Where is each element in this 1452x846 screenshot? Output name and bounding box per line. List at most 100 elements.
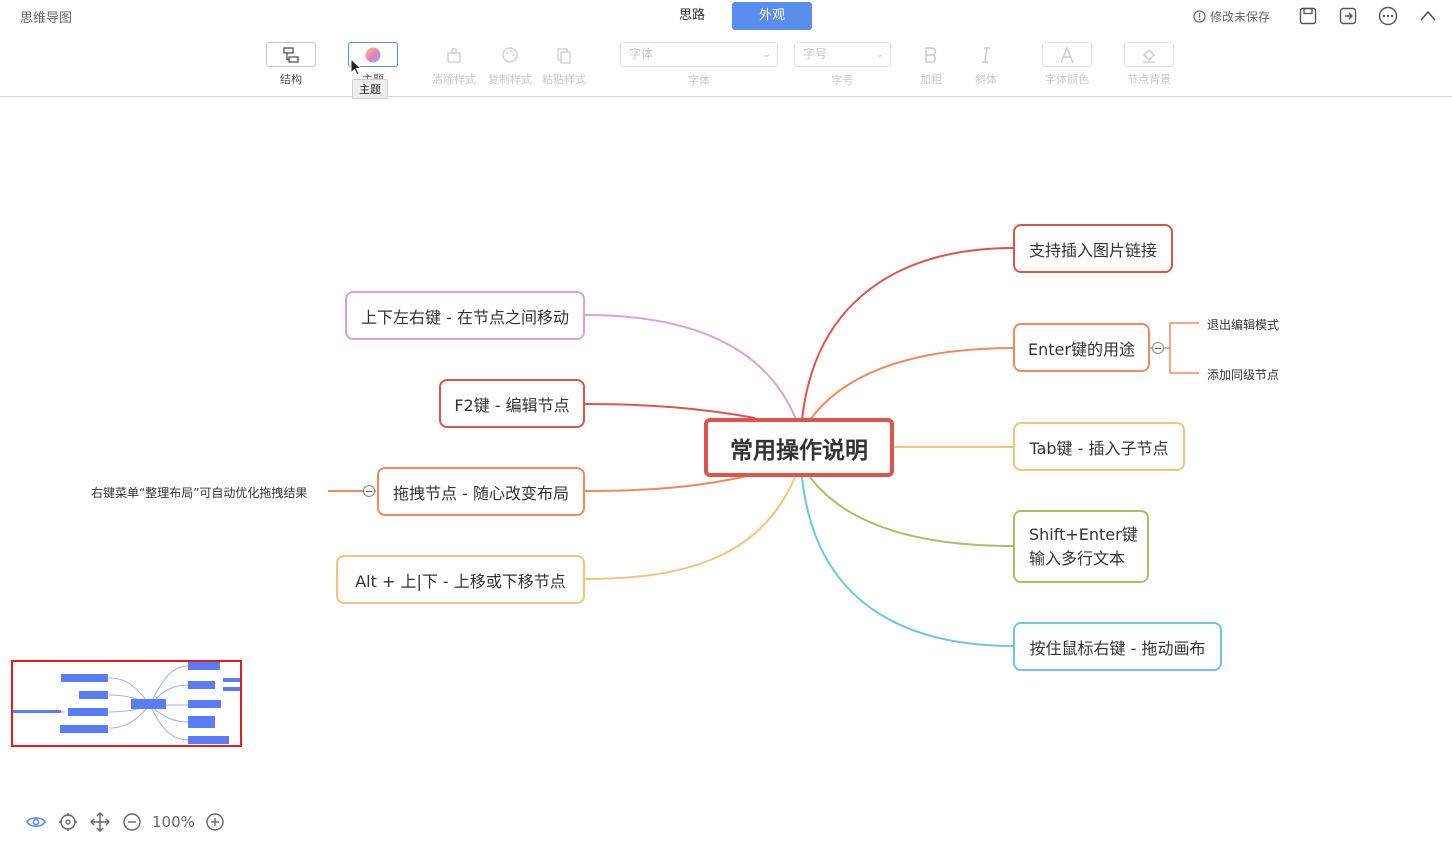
link-right-4	[809, 476, 1015, 547]
clear-style-label: 清除样式	[432, 73, 476, 86]
node-label: 上下左右键 - 在节点之间移动	[361, 307, 569, 327]
italic-label: 斜体	[975, 73, 997, 86]
font-size-label: 字号	[831, 74, 854, 87]
bold-label: 加粗	[920, 73, 942, 86]
fold-toggle-right[interactable]	[1152, 342, 1164, 354]
node-shift-enter[interactable]: Shift+Enter键 输入多行文本	[1013, 510, 1149, 583]
zoom-out-icon[interactable]	[120, 810, 144, 834]
header-actions: 修改未保存	[1193, 4, 1440, 28]
theme-icon	[365, 47, 381, 62]
minimap-node	[60, 725, 108, 733]
node-f2-edit[interactable]: F2键 - 编辑节点	[439, 379, 585, 428]
minimap-node	[68, 708, 108, 716]
clear-style-button[interactable]: 清除样式	[428, 42, 480, 87]
bold-icon	[925, 46, 937, 63]
font-color-label: 字体颜色	[1045, 73, 1089, 86]
paste-style-label: 粘贴样式	[542, 73, 586, 86]
mouse-cursor-icon	[350, 58, 363, 76]
clear-style-icon	[447, 47, 461, 63]
font-size-select[interactable]: 字号 ⌄	[794, 42, 891, 67]
theme-tooltip: 主题	[352, 79, 388, 99]
structure-icon	[283, 46, 299, 63]
italic-button[interactable]: 斜体	[961, 42, 1011, 87]
unsaved-text: 修改未保存	[1209, 9, 1270, 24]
link-right-1	[801, 247, 1015, 421]
node-label: Tab键 - 插入子节点	[1029, 438, 1169, 458]
tab-appearance[interactable]: 外观	[732, 2, 812, 30]
palette-icon	[502, 46, 518, 63]
minimap-links	[13, 665, 190, 741]
style-toolbar: 结构 主题 清除样式 复制样式	[0, 36, 1452, 97]
root-node[interactable]: 常用操作说明	[704, 418, 894, 477]
export-icon[interactable]	[1336, 4, 1360, 28]
minimap-leaf	[13, 710, 61, 713]
minimap-node	[188, 716, 215, 728]
node-alt-move[interactable]: Alt + 上|下 - 上移或下移节点	[336, 555, 585, 604]
leaf-exit-edit[interactable]: 退出编辑模式	[1207, 318, 1280, 332]
save-icon[interactable]	[1296, 4, 1320, 28]
bold-button[interactable]: 加粗	[906, 42, 956, 87]
node-bg-label: 节点背景	[1127, 73, 1171, 86]
node-label: F2键 - 编辑节点	[454, 395, 570, 415]
font-family-value: 字体	[629, 47, 654, 61]
paste-style-button[interactable]: 粘贴样式	[538, 42, 590, 87]
node-insert-image[interactable]: 支持插入图片链接	[1013, 224, 1173, 273]
leaf-add-sibling[interactable]: 添加同级节点	[1207, 368, 1280, 382]
view-controls: 100%	[24, 810, 235, 834]
collapse-up-icon[interactable]	[1416, 4, 1440, 28]
font-family-label: 字体	[688, 74, 710, 87]
node-arrow-keys[interactable]: 上下左右键 - 在节点之间移动	[345, 291, 585, 340]
node-label-line1: Shift+Enter键	[1029, 524, 1138, 544]
copy-style-label: 复制样式	[488, 73, 532, 86]
locate-center-icon[interactable]	[56, 810, 80, 834]
structure-label: 结构	[280, 73, 302, 86]
font-family-select[interactable]: 字体 ⌄	[620, 42, 778, 67]
copy-style-button[interactable]: 复制样式	[484, 42, 536, 87]
node-tab-insert[interactable]: Tab键 - 插入子节点	[1013, 422, 1185, 471]
minimap-leaf	[223, 687, 240, 691]
node-label: 支持插入图片链接	[1029, 240, 1158, 260]
eye-icon[interactable]	[24, 810, 48, 834]
minimap-node	[188, 700, 221, 708]
font-color-button[interactable]: 字体颜色	[1042, 42, 1092, 87]
link-left-1	[584, 314, 801, 431]
node-label: 按住鼠标右键 - 拖动画布	[1029, 638, 1206, 658]
app-title: 思维导图	[20, 11, 73, 26]
root-node-label: 常用操作说明	[730, 437, 868, 464]
paint-bucket-icon	[1143, 48, 1155, 63]
link-left-3	[584, 474, 753, 492]
link-right-2	[809, 347, 1015, 421]
link-left-4	[584, 476, 796, 580]
minimap-node	[188, 662, 220, 670]
link-right-5	[801, 476, 1015, 647]
minimap-node	[79, 691, 108, 699]
fold-toggle-left[interactable]	[363, 485, 375, 497]
minimap-node	[188, 736, 229, 744]
node-label: Alt + 上|下 - 上移或下移节点	[355, 571, 566, 591]
minimap[interactable]	[11, 660, 242, 747]
minimap-node	[188, 681, 215, 689]
node-drag-canvas[interactable]: 按住鼠标右键 - 拖动画布	[1013, 622, 1222, 671]
chevron-down-icon: ⌄	[875, 49, 884, 60]
mode-tabs: 思路 外观	[652, 2, 812, 30]
more-icon[interactable]	[1376, 4, 1400, 28]
structure-button[interactable]: 结构	[266, 42, 316, 87]
node-label-line2: 输入多行文本	[1029, 548, 1126, 568]
minimap-root	[131, 699, 166, 709]
font-size-value: 字号	[803, 47, 828, 61]
node-drag[interactable]: 拖拽节点 - 随心改变布局	[377, 467, 585, 516]
minimap-node	[61, 674, 108, 682]
link-left-2	[584, 403, 756, 419]
italic-icon	[982, 46, 990, 63]
node-bg-button[interactable]: 节点背景	[1124, 42, 1174, 87]
tab-thinking[interactable]: 思路	[678, 8, 705, 23]
zoom-in-icon[interactable]	[203, 810, 227, 834]
node-label: 拖拽节点 - 随心改变布局	[393, 483, 569, 503]
leaf-organize-layout[interactable]: 右键菜单“整理布局”可自动优化拖拽结果	[91, 486, 308, 500]
unsaved-status: 修改未保存	[1193, 8, 1270, 25]
node-enter-usage[interactable]: Enter键的用途	[1013, 323, 1150, 372]
move-icon[interactable]	[88, 810, 112, 834]
zoom-level: 100%	[152, 813, 195, 831]
node-label: Enter键的用途	[1028, 339, 1135, 359]
